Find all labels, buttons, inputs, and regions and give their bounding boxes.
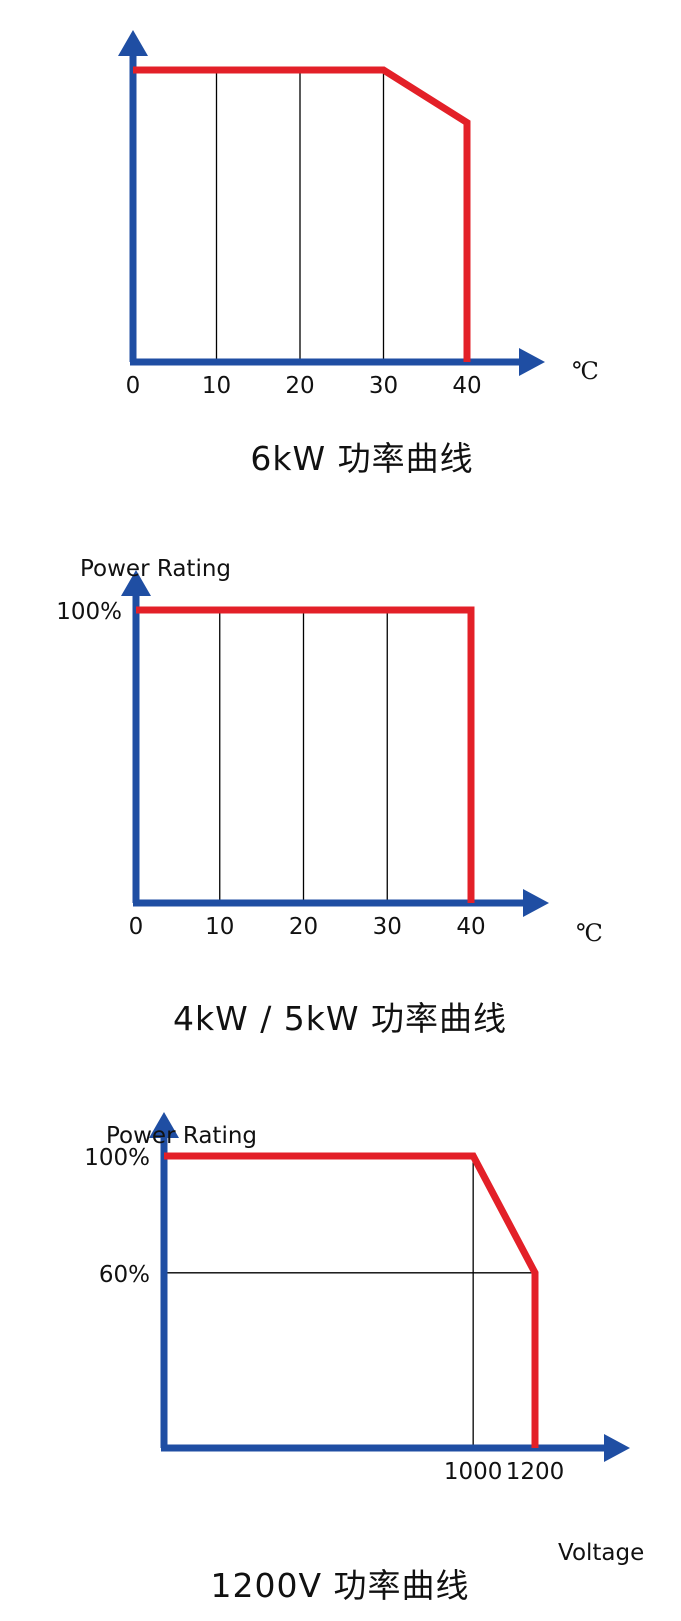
x-tick-label: 40 (456, 914, 485, 940)
x-tick-label: 40 (452, 373, 481, 399)
y-tick-labels: 100% 60% (84, 1145, 150, 1288)
y-axis-arrow-icon (149, 1112, 179, 1138)
power-curve-line (133, 66, 471, 362)
y-axis-label: Power Rating (80, 556, 231, 582)
y-tick-label: 100% (84, 1145, 150, 1171)
x-unit-label: ℃ (572, 357, 599, 385)
gridlines (219, 610, 388, 903)
chart-4kw-5kw: 0 10 20 30 40 100% Power Rating ℃ 4kW / 5kW … (56, 556, 603, 1038)
y-axis-label: Power Rating (106, 1123, 257, 1149)
power-curve-line (136, 606, 475, 903)
chart-title: 1200V 功率曲线 (210, 1566, 469, 1605)
x-tick-label: 20 (289, 914, 318, 940)
x-tick-label: 10 (205, 914, 234, 940)
chart-6kw: 0 10 20 30 40 ℃ 6kW 功率曲线 (118, 30, 599, 478)
x-tick-label: 30 (373, 914, 402, 940)
axes (118, 30, 545, 376)
x-tick-label: 1000 (444, 1459, 503, 1485)
x-axis-arrow-icon (523, 889, 549, 917)
power-curve-line (164, 1152, 539, 1448)
power-curve (133, 66, 471, 362)
axes (149, 1112, 630, 1462)
x-unit-label: ℃ (576, 919, 603, 947)
x-tick-label: 0 (126, 373, 141, 399)
x-tick-label: 20 (285, 373, 314, 399)
x-tick-labels: 0 10 20 30 40 (126, 373, 482, 399)
x-axis-arrow-icon (519, 348, 545, 376)
x-tick-labels: 0 10 20 30 40 (129, 914, 486, 940)
chart-title: 6kW 功率曲线 (250, 439, 473, 478)
y-axis-arrow-icon (118, 30, 148, 56)
y-tick-label: 60% (99, 1262, 150, 1288)
x-tick-label: 10 (202, 373, 231, 399)
gridlines (164, 1156, 535, 1448)
power-curve (136, 606, 475, 903)
power-curve (164, 1152, 539, 1448)
chart-title: 4kW / 5kW 功率曲线 (173, 999, 507, 1038)
y-axis-arrow-icon (121, 570, 151, 596)
axes (121, 570, 549, 917)
gridlines (215, 70, 385, 362)
x-axis-arrow-icon (604, 1434, 630, 1462)
y-tick-labels: 100% (56, 599, 122, 625)
y-tick-label: 100% (56, 599, 122, 625)
x-axis-label: Voltage (558, 1540, 644, 1566)
x-tick-label: 30 (369, 373, 398, 399)
x-tick-label: 0 (129, 914, 144, 940)
x-tick-label: 1200 (506, 1459, 565, 1485)
